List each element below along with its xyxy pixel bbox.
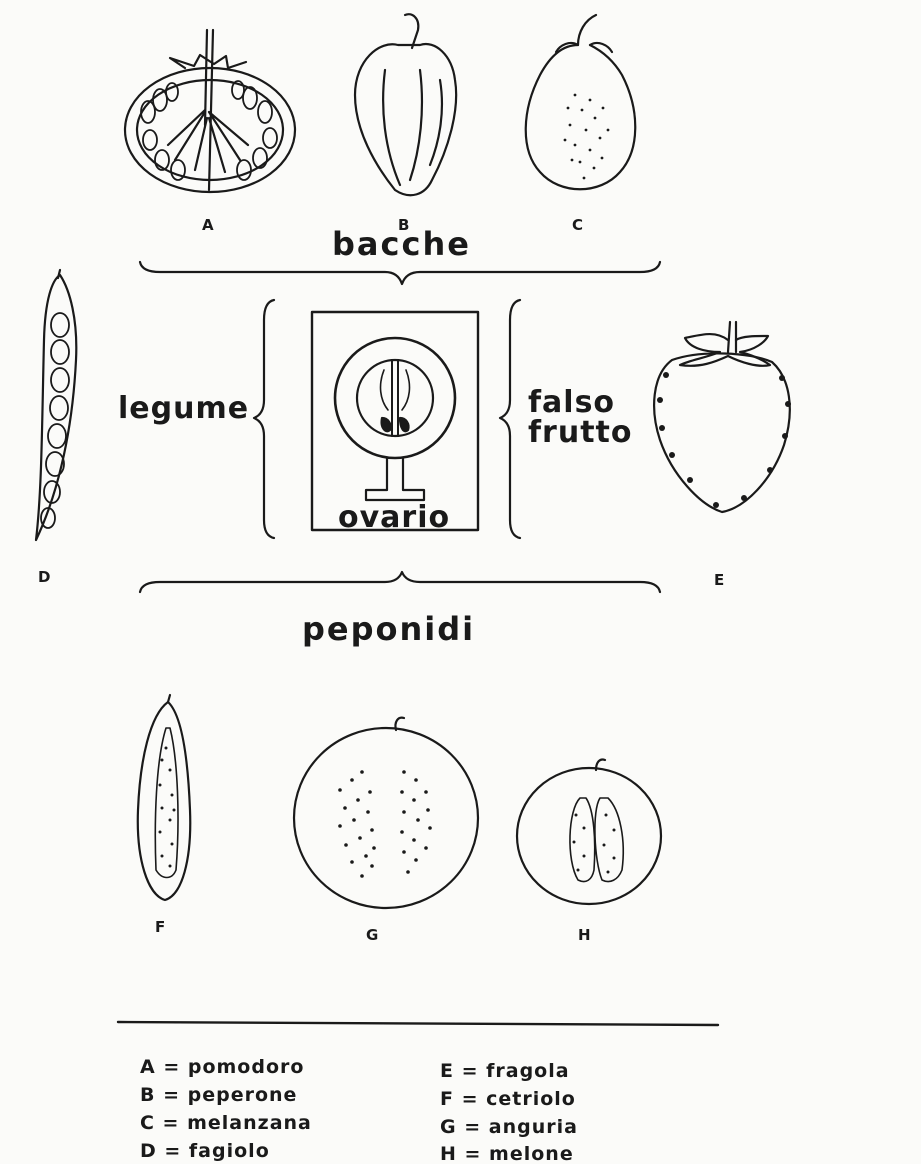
brace-bacche xyxy=(140,262,660,284)
cucumber-section-icon xyxy=(138,695,190,900)
legend-item-f: F = cetriolo xyxy=(440,1088,576,1110)
label-h: H xyxy=(578,926,591,944)
brace-peponidi xyxy=(140,572,660,592)
legend-item-c: C = melanzana xyxy=(140,1112,312,1134)
legend-right: E = fragola F = cetriolo G = anguria H =… xyxy=(440,1060,578,1164)
brace-legume xyxy=(254,300,274,538)
bean-pod-icon xyxy=(36,270,76,540)
pepper-icon xyxy=(355,14,456,195)
tomato-section-icon xyxy=(125,30,295,192)
label-legume: legume xyxy=(118,391,249,426)
eggplant-section-icon xyxy=(526,15,636,189)
legend-item-g: G = anguria xyxy=(440,1116,578,1138)
label-bacche: bacche xyxy=(332,225,471,263)
label-ovario: ovario xyxy=(338,500,450,535)
legend-item-a: A = pomodoro xyxy=(140,1056,304,1078)
legend-item-d: D = fagiolo xyxy=(140,1140,270,1162)
label-a: A xyxy=(202,216,214,234)
divider xyxy=(118,1022,718,1025)
label-e: E xyxy=(714,571,724,589)
watermelon-section-icon xyxy=(294,718,478,908)
label-peponidi: peponidi xyxy=(302,610,475,648)
ovary-symbol-icon xyxy=(312,312,478,530)
strawberry-icon xyxy=(654,322,791,512)
legend-item-h: H = melone xyxy=(440,1143,574,1164)
label-c: C xyxy=(572,216,583,234)
brace-falso-frutto xyxy=(500,300,520,538)
label-g: G xyxy=(366,926,378,944)
label-d: D xyxy=(38,568,50,586)
melon-section-icon xyxy=(517,759,661,904)
legend-item-b: B = peperone xyxy=(140,1084,297,1106)
label-f: F xyxy=(155,918,165,936)
legend-left: A = pomodoro B = peperone C = melanzana … xyxy=(140,1056,312,1162)
legend-item-e: E = fragola xyxy=(440,1060,570,1082)
label-frutto: frutto xyxy=(528,415,633,450)
